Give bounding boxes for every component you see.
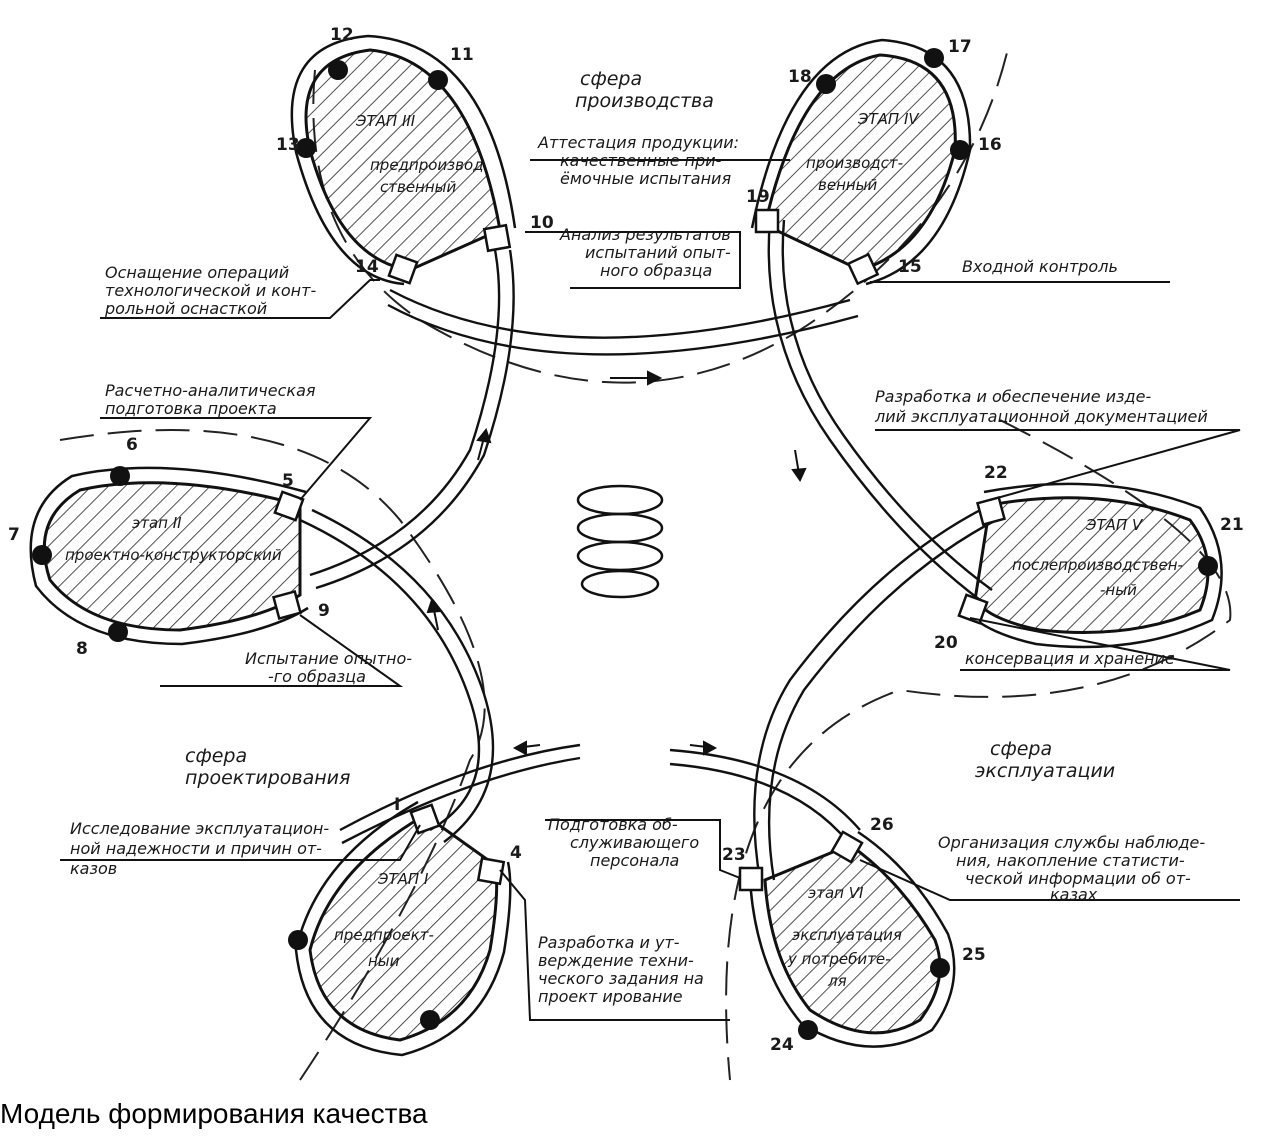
node-number-9: 9: [318, 601, 330, 621]
diagram-caption: Модель формирования качества: [0, 1098, 428, 1130]
annotation-20: консервация и хранение: [965, 649, 1175, 668]
stage-6-name-2: у потребите-: [787, 950, 891, 968]
sphere-operation-line1: сфера: [990, 738, 1052, 760]
annotation-1-line2: ной надежности и причин от-: [70, 839, 322, 858]
node-number-17: 17: [948, 37, 972, 57]
annotation-4-line4: проект ирование: [538, 987, 683, 1006]
node-number-7: 7: [8, 525, 20, 545]
sphere-production-line2: производства: [575, 90, 714, 112]
annotation-23-line1: Подготовка об-: [548, 815, 678, 834]
stage-6-name-3: ля: [827, 972, 847, 990]
node-number-22: 22: [984, 463, 1008, 483]
annotation-22-line1: Разработка и обеспечение изде-: [875, 387, 1151, 406]
annotation-5-line1: Расчетно-аналитическая: [105, 381, 316, 400]
stage-2-name-1: проектно-конструкторский: [65, 546, 282, 564]
annotation-19-line3: ёмочные испытания: [560, 169, 731, 188]
annotation-4-line1: Разработка и ут-: [538, 933, 680, 952]
annotation-23-line3: персонала: [590, 851, 679, 870]
node-number-20: 20: [934, 633, 958, 653]
annotation-26-line2: ния, накопление статисти-: [956, 851, 1185, 870]
node-number-1: I: [394, 795, 400, 815]
trunk-curves: [300, 220, 1000, 880]
stage-5-title: ЭТАП V: [1085, 516, 1144, 534]
annotation-5-line2: подготовка проекта: [105, 399, 277, 418]
annotation-1-line3: казов: [70, 859, 117, 878]
node-number-26: 26: [870, 815, 894, 835]
node-number-25: 25: [962, 945, 986, 965]
stage-4-name-2: венный: [818, 176, 878, 194]
stage-4-name-1: производст-: [806, 154, 903, 172]
stage-6-name-1: эксплуатация: [792, 926, 902, 944]
node-number-10: 10: [530, 213, 554, 233]
node-number-5: 5: [282, 471, 294, 491]
sphere-operation-line2: эксплуатации: [975, 760, 1115, 782]
annotation-14-line2: технологической и конт-: [105, 281, 316, 300]
annotation-10-line3: ного образца: [600, 261, 712, 280]
annotation-19-line1: Аттестация продукции:: [537, 133, 739, 152]
sphere-design-line2: проектирования: [185, 767, 350, 789]
annotation-9-line2: -го образца: [268, 667, 366, 686]
node-number-16: 16: [978, 135, 1002, 155]
stage-1-name-2: ныи: [368, 952, 400, 970]
annotation-4-line3: ческого задания на: [538, 969, 704, 988]
annotation-19-line2: качественные при-: [560, 151, 722, 170]
stage-1-name-1: предпроект-: [334, 926, 434, 944]
stage-3-title: ЭТАП III: [355, 112, 416, 130]
node-number-12: 12: [330, 25, 354, 45]
annotation-26-line1: Организация службы наблюде-: [938, 833, 1205, 852]
annotation-15: Входной контроль: [962, 257, 1118, 276]
node-number-21: 21: [1220, 515, 1244, 535]
annotation-23-line2: служивающего: [570, 833, 699, 852]
node-number-24: 24: [770, 1035, 794, 1055]
node-number-13: 13: [276, 135, 300, 155]
annotation-10-line2: испытаний опыт-: [585, 243, 731, 262]
stage-6-title: этап VI: [808, 884, 864, 902]
node-number-4: 4: [510, 843, 522, 863]
annotation-1-line1: Исследование эксплуатацион-: [70, 819, 329, 838]
annotation-14-line1: Оснащение операций: [105, 263, 289, 282]
annotation-10-line1: Анализ результатов: [559, 225, 731, 244]
annotation-4-line2: верждение техни-: [538, 951, 694, 970]
node-number-8: 8: [76, 639, 88, 659]
central-spiral: [578, 486, 662, 597]
stage-5-name-1: послепроизводствен-: [1012, 556, 1183, 574]
node-number-23: 23: [722, 845, 746, 865]
sphere-production-line1: сфера: [580, 68, 642, 90]
node-number-15: 15: [898, 257, 922, 277]
process-squares: [274, 210, 1005, 890]
node-number-14: 14: [355, 257, 379, 277]
sphere-design-line1: сфера: [185, 745, 247, 767]
annotation-22-line2: лий эксплуатационной документацией: [874, 407, 1208, 426]
annotation-9-line1: Испытание опытно-: [245, 649, 412, 668]
stage-5-name-2: -ный: [1100, 581, 1137, 599]
node-number-19: 19: [746, 187, 770, 207]
annotation-14-line3: рольной оснасткой: [104, 299, 267, 318]
stage-3-name-2: ственный: [380, 178, 457, 196]
stage-1-title: ЭТАП I: [377, 870, 429, 888]
stage-3-name-1: предпроизвод: [370, 156, 484, 174]
node-number-18: 18: [788, 67, 812, 87]
stage-4-title: ЭТАП IV: [857, 110, 920, 128]
node-number-6: 6: [126, 435, 138, 455]
annotation-26-line4: казах: [1050, 885, 1098, 904]
stage-2-title: этап II: [132, 514, 182, 532]
node-number-11: 11: [450, 45, 474, 65]
